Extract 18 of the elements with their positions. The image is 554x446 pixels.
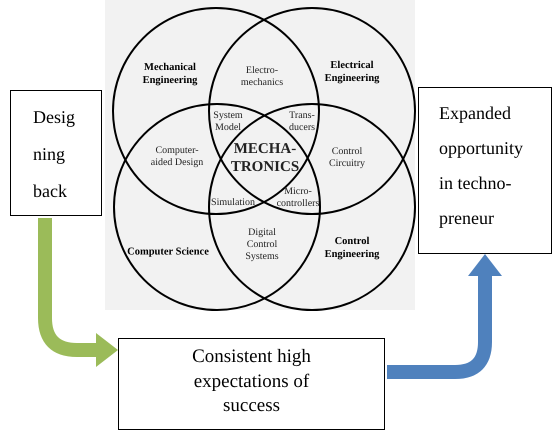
- region-label: Micro- controllers: [276, 186, 320, 210]
- circle-label: Mechanical Engineering: [142, 60, 198, 88]
- region-label: Digital Control Systems: [244, 227, 280, 263]
- text-box: Consistent high expectations of success: [118, 338, 385, 430]
- text-box: Desig ning back: [10, 90, 102, 216]
- region-label: Computer- aided Design: [150, 145, 204, 169]
- region-label: Control Circuitry: [328, 146, 366, 170]
- text-box: Expanded opportunity in techno- preneur: [418, 87, 552, 254]
- region-label: Simulation: [210, 197, 256, 209]
- curved-arrow: [38, 218, 118, 367]
- center-label: MECHA- TRONICS: [230, 140, 300, 176]
- region-label: System Model: [212, 110, 244, 134]
- circle-label: Control Engineering: [324, 234, 380, 262]
- region-label: Trans- ducers: [288, 110, 316, 134]
- region-label: Electro- mechanics: [240, 65, 284, 89]
- circle-label: Computer Science: [127, 245, 209, 259]
- curved-arrow: [387, 254, 502, 379]
- circle-label: Electrical Engineering: [324, 58, 380, 86]
